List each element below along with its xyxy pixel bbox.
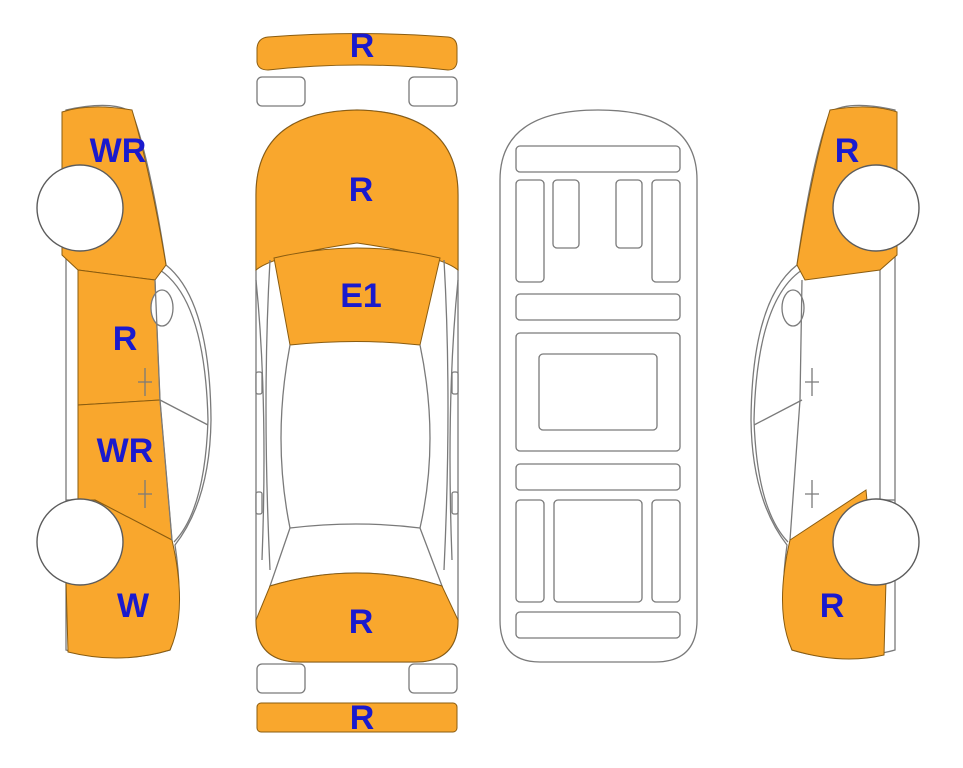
panel-bumper-bottom[interactable]	[256, 702, 458, 733]
label-windshield: E1	[340, 277, 382, 315]
tail-light-left	[256, 76, 306, 107]
tail-light-right	[408, 76, 458, 107]
head-light-left	[256, 663, 306, 694]
label-left-front-door: R	[113, 320, 138, 358]
label-right-front-fender: R	[835, 132, 860, 170]
label-right-rear-quarter: R	[820, 587, 845, 625]
right-front-wheel	[832, 164, 920, 252]
head-light-right	[408, 663, 458, 694]
label-left-rear-door: WR	[97, 432, 154, 470]
label-hood: R	[349, 171, 374, 209]
top-view: R R E1 R R	[255, 27, 459, 737]
right-side-view: R R	[750, 104, 920, 660]
underside-view	[499, 109, 698, 663]
panel-rear-trunk[interactable]	[255, 572, 459, 663]
left-side-view: WR R WR W	[36, 104, 212, 659]
label-left-rear-quarter: W	[117, 587, 150, 625]
left-front-wheel	[36, 164, 124, 252]
label-roof-rear: R	[349, 603, 374, 641]
label-front-bumper-bottom: R	[350, 699, 375, 737]
label-left-front-fender: WR	[90, 132, 147, 170]
panel-windshield[interactable]	[273, 247, 441, 346]
label-rear-bumper-top: R	[350, 27, 375, 65]
panel-bumper-top[interactable]	[256, 33, 458, 71]
left-rear-wheel	[36, 498, 124, 586]
right-rear-wheel	[832, 498, 920, 586]
